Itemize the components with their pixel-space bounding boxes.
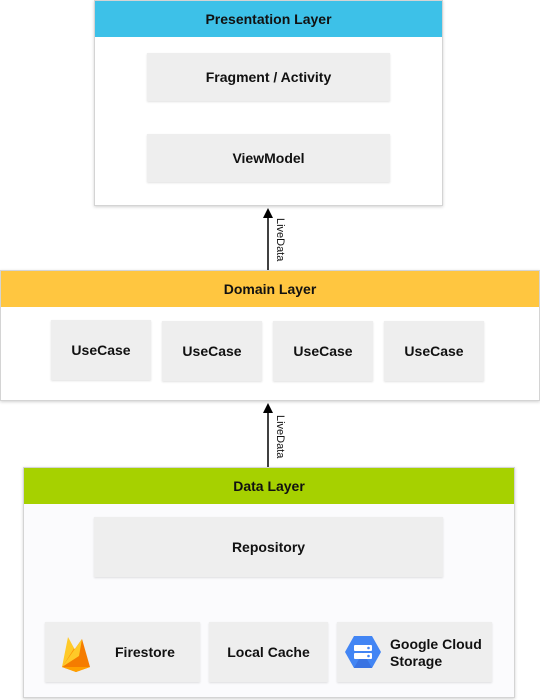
local-cache-box: Local Cache [209,622,328,682]
usecase-box: UseCase [384,321,484,381]
presentation-layer-title: Presentation Layer [95,1,442,37]
firestore-label: Firestore [115,644,175,660]
google-cloud-storage-label-line1: Google Cloud [390,636,482,652]
google-cloud-storage-label: Google Cloud Storage [390,636,482,670]
firestore-box: Firestore [45,622,200,682]
data-layer-title: Data Layer [24,468,514,504]
usecase-box: UseCase [162,321,262,381]
livedata-label-lower: LiveData [274,415,286,459]
usecase-box: UseCase [273,321,373,381]
firebase-flame-icon [59,631,93,676]
viewmodel-box: ViewModel [147,134,390,182]
livedata-label-upper: LiveData [274,218,286,262]
google-cloud-storage-label-line2: Storage [390,653,443,669]
usecase-box: UseCase [51,320,151,380]
google-cloud-storage-box: Google Cloud Storage [337,622,492,682]
google-cloud-storage-icon [344,635,382,672]
fragment-activity-box: Fragment / Activity [147,53,390,101]
repository-box: Repository [94,517,443,577]
domain-layer-title: Domain Layer [1,271,539,307]
